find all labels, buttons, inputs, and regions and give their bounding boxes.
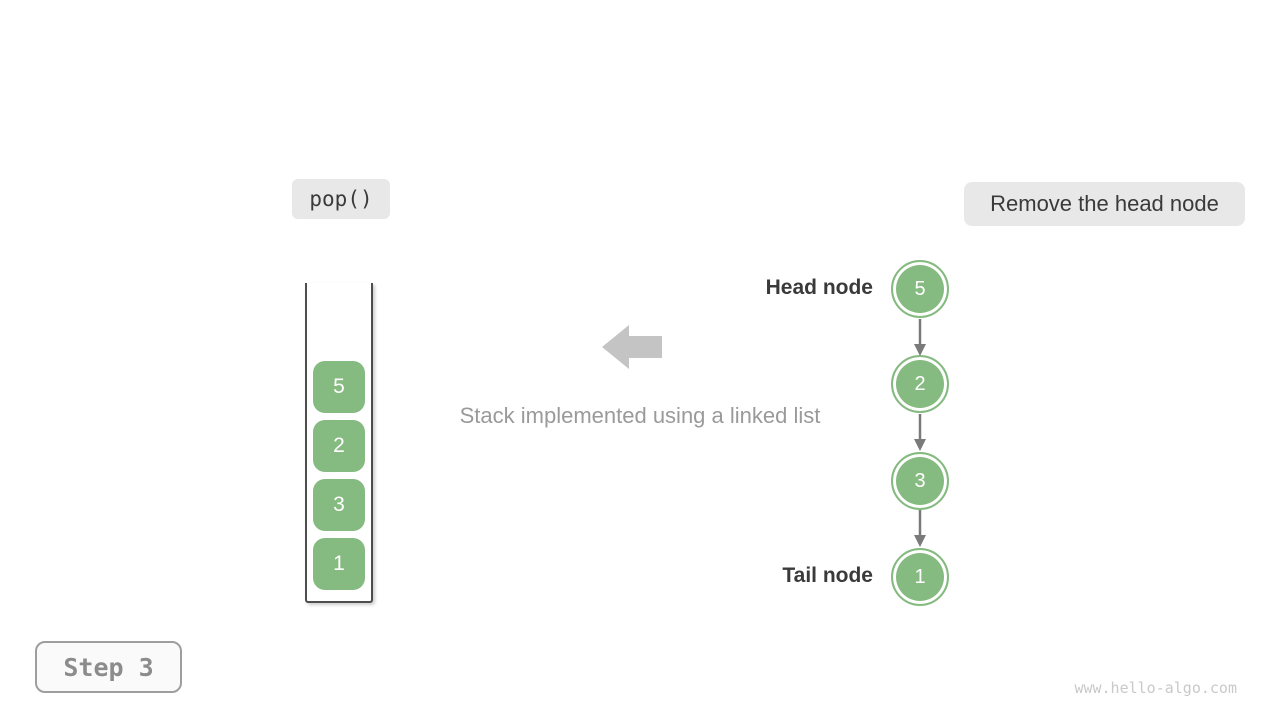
- stack-container: 5 2 3 1: [305, 283, 373, 603]
- head-node-label: Head node: [765, 276, 873, 299]
- stack-item: 1: [313, 538, 365, 590]
- left-arrow-icon: [602, 325, 662, 374]
- stack-item: 3: [313, 479, 365, 531]
- down-arrow-icon: [912, 319, 928, 361]
- stack-item: 5: [313, 361, 365, 413]
- step-badge: Step 3: [35, 641, 182, 693]
- linked-list-node: 3: [891, 452, 949, 510]
- linked-list-node: 5: [891, 260, 949, 318]
- down-arrow-icon: [912, 510, 928, 552]
- operation-badge: pop(): [292, 179, 390, 219]
- watermark-text: www.hello-algo.com: [1074, 679, 1237, 697]
- linked-list-node: 1: [891, 548, 949, 606]
- description-badge: Remove the head node: [964, 182, 1245, 226]
- stack-item: 2: [313, 420, 365, 472]
- linked-list-node: 2: [891, 355, 949, 413]
- down-arrow-icon: [912, 414, 928, 456]
- tail-node-label: Tail node: [782, 564, 873, 587]
- caption-text: Stack implemented using a linked list: [459, 403, 821, 428]
